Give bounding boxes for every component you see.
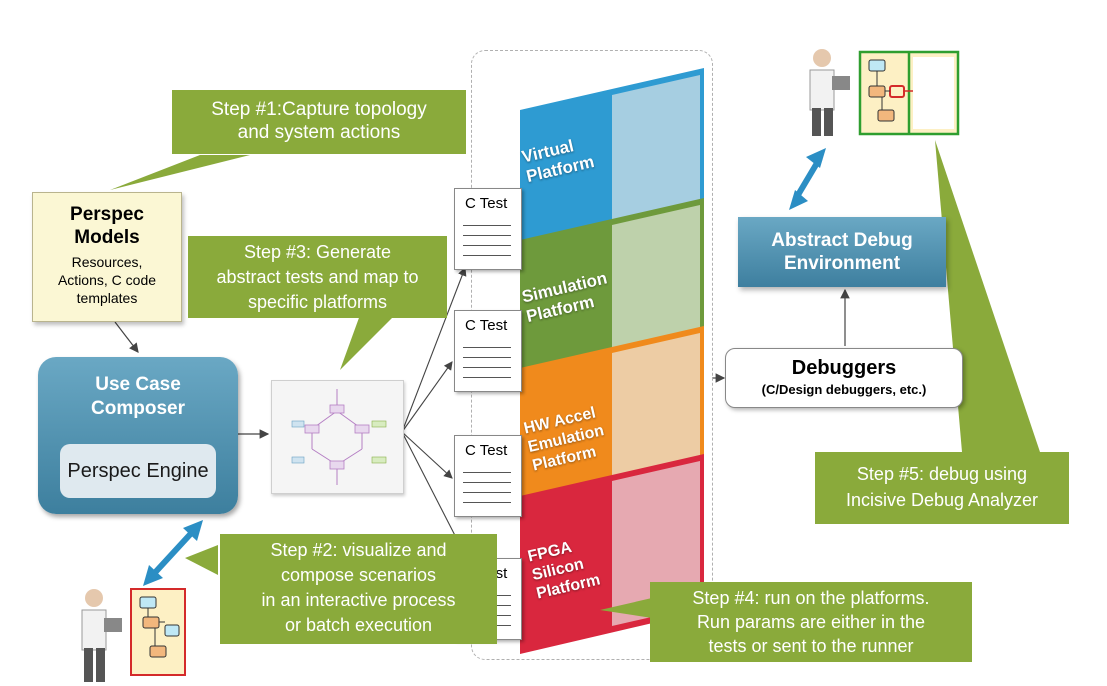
debug-analyzer-icon bbox=[858, 50, 960, 136]
models-detail: Resources, Actions, C code templates bbox=[57, 254, 157, 306]
thumb-to-test3-line bbox=[401, 431, 453, 479]
engineer-figure-bottom bbox=[81, 589, 122, 682]
c-test-label: C Test bbox=[465, 195, 508, 212]
c-test-label: C Test bbox=[465, 442, 508, 459]
models-to-composer-arrow bbox=[114, 321, 139, 353]
engineer-figure-top bbox=[809, 49, 850, 136]
c-test-document-3: C Test bbox=[454, 435, 522, 517]
step4-callout-tail bbox=[600, 595, 665, 620]
debuggers-box: Debuggers (C/Design debuggers, etc.) bbox=[725, 348, 963, 408]
thumb-to-test2-line bbox=[401, 361, 453, 433]
step1-callout-tail bbox=[110, 155, 250, 190]
step2-callout-tail bbox=[185, 545, 218, 575]
debuggers-subtitle: (C/Design debuggers, etc.) bbox=[761, 382, 927, 397]
c-test-document-1: C Test bbox=[454, 188, 522, 270]
c-test-document-2: C Test bbox=[454, 310, 522, 392]
thumb-to-test1-line bbox=[401, 266, 467, 433]
scenario-diagram-thumbnail bbox=[271, 380, 404, 494]
debuggers-title: Debuggers bbox=[791, 357, 897, 379]
step4-callout: Step #4: run on the platforms.Run params… bbox=[650, 582, 972, 662]
user-env-double-arrow bbox=[789, 148, 826, 210]
user-composer-double-arrow bbox=[143, 520, 203, 586]
scenario-graph-icon bbox=[291, 389, 387, 485]
step3-callout-tail bbox=[340, 315, 395, 370]
scenario-icon-bottom bbox=[130, 588, 186, 676]
perspec-engine: Perspec Engine bbox=[60, 444, 216, 498]
c-test-label: C Test bbox=[465, 317, 508, 334]
